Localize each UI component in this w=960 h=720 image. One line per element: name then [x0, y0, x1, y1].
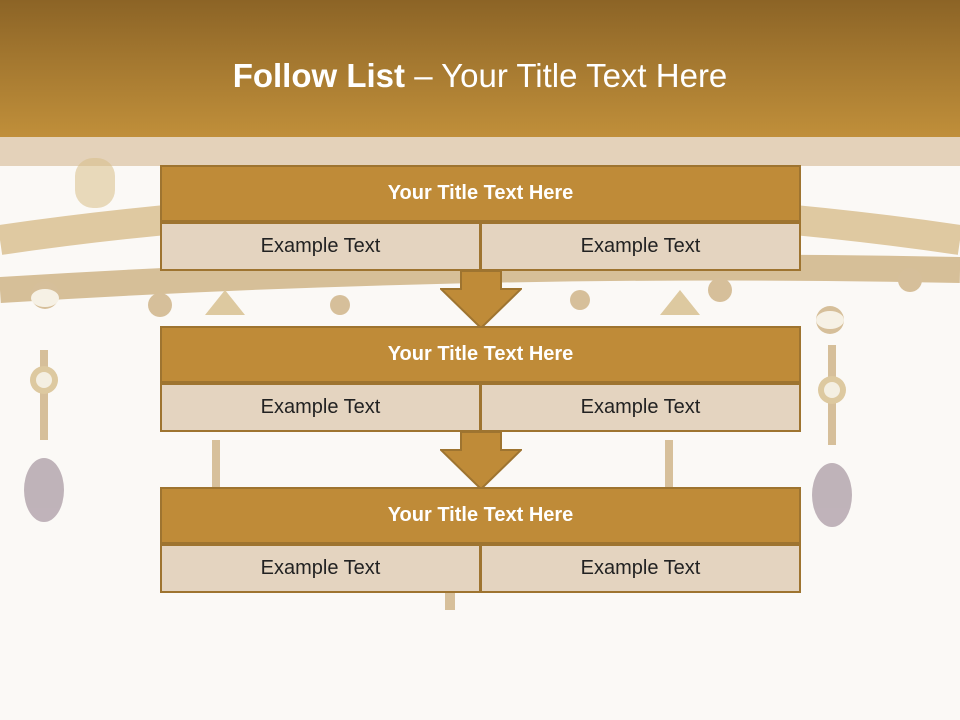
- step-2-right-cell: Example Text: [480, 383, 801, 432]
- step-3-left-cell: Example Text: [160, 544, 481, 593]
- step-3-right-cell: Example Text: [480, 544, 801, 593]
- step-title-3: Your Title Text Here: [160, 487, 801, 544]
- title-bold: Follow List: [232, 57, 406, 94]
- header-band: [0, 137, 960, 166]
- step-box-1: Your Title Text Here Example Text Exampl…: [160, 165, 801, 271]
- step-1-right-cell: Example Text: [480, 222, 801, 271]
- down-arrow-icon: [440, 431, 522, 491]
- header-bar: [0, 0, 960, 137]
- step-2-left-cell: Example Text: [160, 383, 481, 432]
- step-title-2: Your Title Text Here: [160, 326, 801, 383]
- down-arrow-icon: [440, 270, 522, 330]
- step-title-1: Your Title Text Here: [160, 165, 801, 222]
- title-rest: – Your Title Text Here: [414, 57, 728, 94]
- step-box-3: Your Title Text Here Example Text Exampl…: [160, 487, 801, 593]
- step-1-left-cell: Example Text: [160, 222, 481, 271]
- step-box-2: Your Title Text Here Example Text Exampl…: [160, 326, 801, 432]
- slide-title: Follow List – Your Title Text Here: [0, 54, 960, 98]
